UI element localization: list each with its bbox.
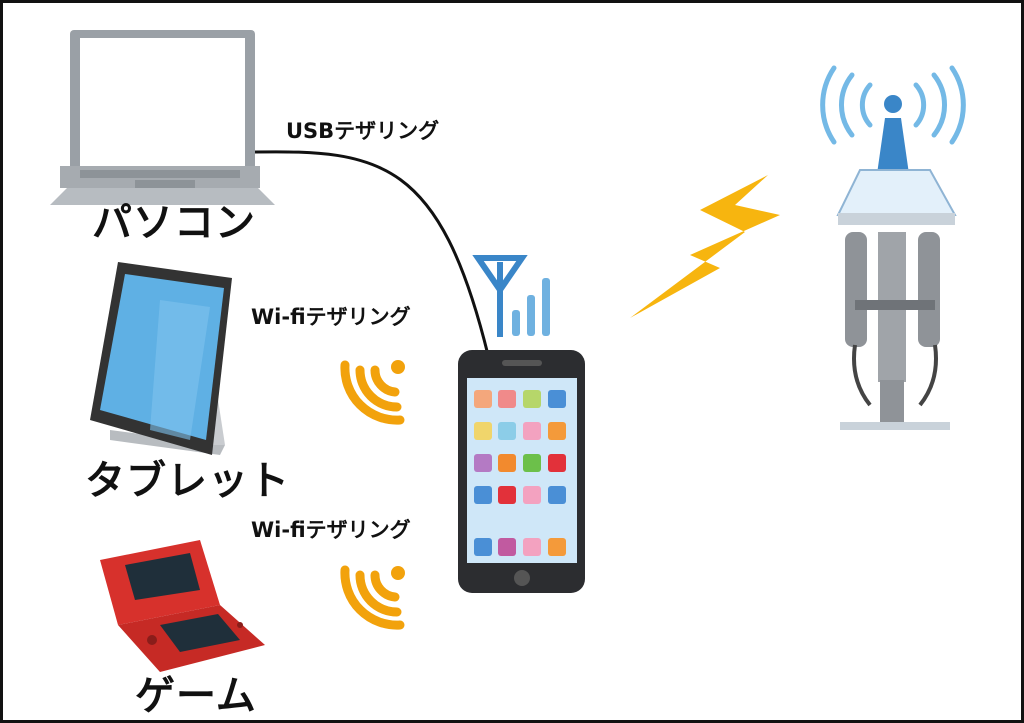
wifi-tethering-tablet-label: Wi-fiテザリング xyxy=(251,305,411,329)
wifi-waves-icon xyxy=(340,565,405,630)
game-label: ゲーム xyxy=(135,673,257,719)
cell-tower-icon xyxy=(820,65,966,430)
lightning-bolt-icon xyxy=(630,175,780,318)
tablet-icon xyxy=(90,262,232,455)
antenna-signal-icon xyxy=(472,255,550,337)
usb-cable xyxy=(254,150,490,356)
tablet-label: タブレット xyxy=(85,458,290,504)
laptop-icon xyxy=(50,30,275,205)
smartphone-icon xyxy=(458,350,585,593)
usb-tethering-label: USBテザリング xyxy=(286,119,440,143)
wifi-tethering-game-label: Wi-fiテザリング xyxy=(251,518,411,542)
handheld-game-console-icon xyxy=(100,540,265,672)
wifi-waves-icon xyxy=(340,360,405,425)
pc-label: パソコン xyxy=(92,200,256,246)
